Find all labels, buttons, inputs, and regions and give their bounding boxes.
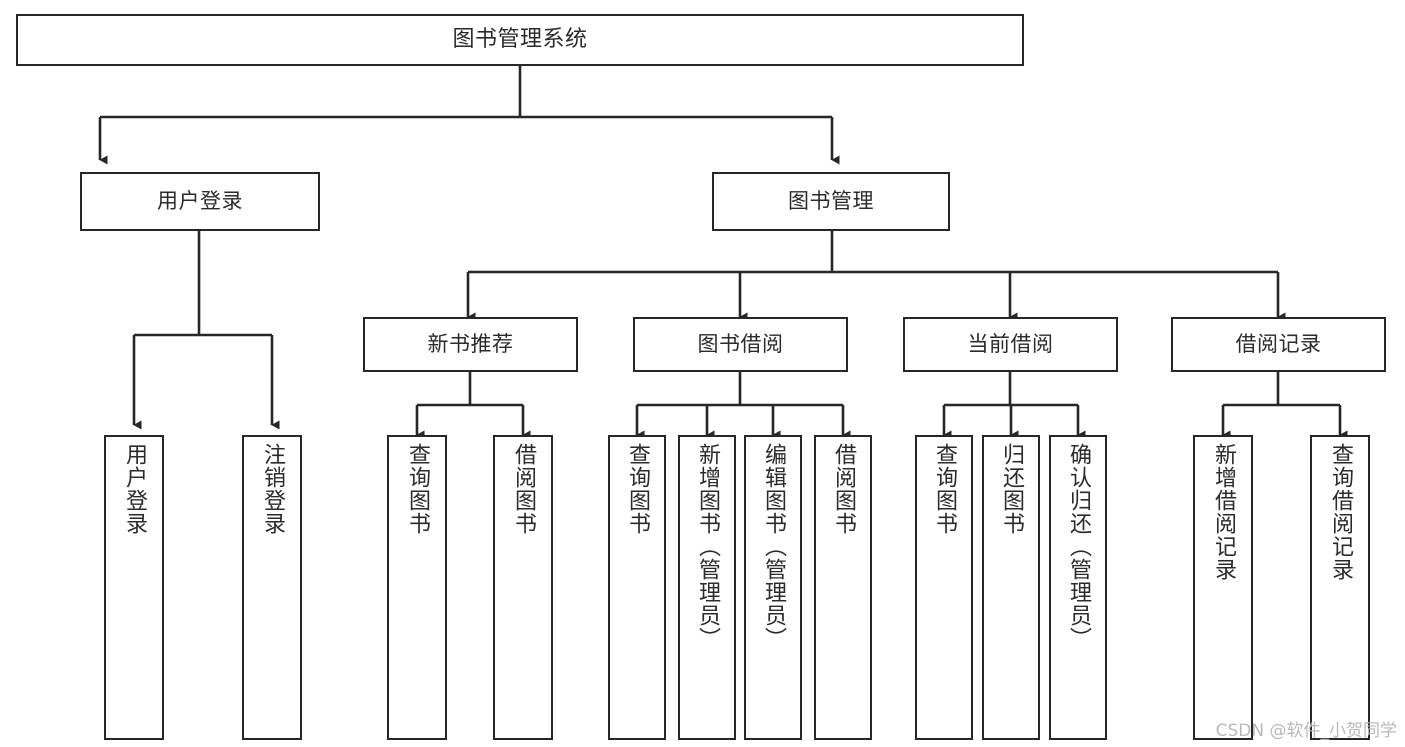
node-current-borrow[interactable]: 当前借阅 [903, 317, 1118, 372]
node-label: 用户登录 [157, 189, 243, 214]
leaf-borrow-edit-book-admin[interactable]: 编辑图书（管理员） [744, 435, 802, 740]
leaf-current-return-book[interactable]: 归还图书 [982, 435, 1040, 740]
node-borrow-records[interactable]: 借阅记录 [1171, 317, 1386, 372]
node-label: 归还图书 [998, 443, 1024, 535]
leaf-records-query-record[interactable]: 查询借阅记录 [1310, 435, 1370, 740]
node-book-borrow[interactable]: 图书借阅 [633, 317, 848, 372]
node-book-management[interactable]: 图书管理 [712, 172, 950, 231]
node-label: 注销登录 [259, 443, 285, 535]
node-new-book-recommend[interactable]: 新书推荐 [363, 317, 578, 372]
leaf-new-book-borrow[interactable]: 借阅图书 [493, 435, 553, 740]
node-label: 编辑图书（管理员） [760, 443, 786, 650]
leaf-user-login-login[interactable]: 用户登录 [104, 435, 164, 740]
leaf-new-book-query[interactable]: 查询图书 [387, 435, 447, 740]
node-label: 借阅记录 [1235, 332, 1322, 357]
leaf-user-login-logout[interactable]: 注销登录 [242, 435, 302, 740]
node-label: 新书推荐 [427, 332, 514, 357]
node-label: 确认归还（管理员） [1065, 443, 1091, 650]
node-label: 查询借阅记录 [1327, 443, 1353, 581]
leaf-borrow-add-book-admin[interactable]: 新增图书（管理员） [678, 435, 736, 740]
node-label: 用户登录 [121, 443, 147, 535]
leaf-borrow-borrow-book[interactable]: 借阅图书 [814, 435, 872, 740]
node-label: 查询图书 [624, 443, 650, 535]
node-label: 查询图书 [404, 443, 430, 535]
node-label: 新增借阅记录 [1210, 443, 1236, 581]
node-label: 借阅图书 [830, 443, 856, 535]
node-label: 图书管理 [788, 189, 874, 214]
leaf-records-add-record[interactable]: 新增借阅记录 [1193, 435, 1253, 740]
node-label: 图书管理系统 [452, 27, 588, 53]
node-label: 图书借阅 [697, 332, 784, 357]
node-label: 查询图书 [931, 443, 957, 535]
node-label: 新增图书（管理员） [694, 443, 720, 650]
leaf-current-query-book[interactable]: 查询图书 [915, 435, 973, 740]
leaf-current-confirm-return-admin[interactable]: 确认归还（管理员） [1049, 435, 1107, 740]
node-user-login[interactable]: 用户登录 [80, 172, 320, 231]
leaf-borrow-query-book[interactable]: 查询图书 [608, 435, 666, 740]
node-label: 借阅图书 [510, 443, 536, 535]
node-label: 当前借阅 [967, 332, 1054, 357]
node-root[interactable]: 图书管理系统 [16, 14, 1024, 66]
watermark: CSDN @软件_小贺同学 [1215, 721, 1397, 741]
